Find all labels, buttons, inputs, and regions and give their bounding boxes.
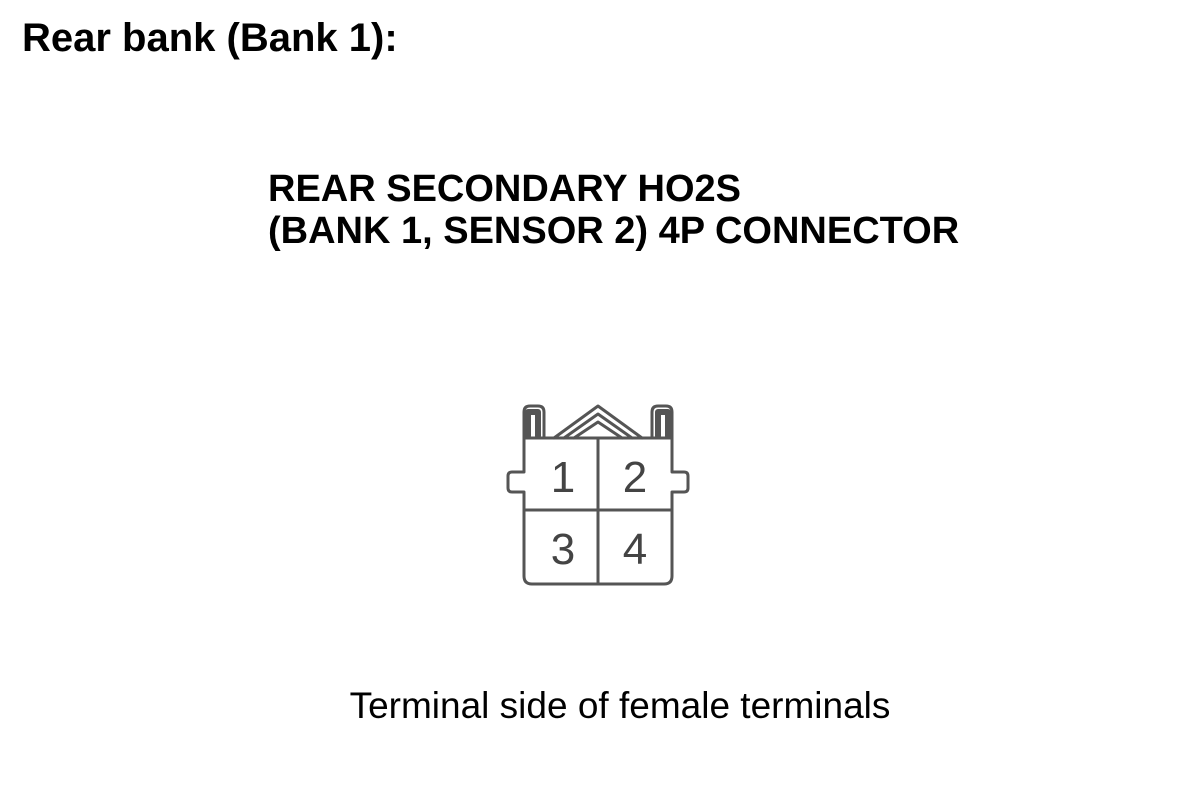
connector-housing (506, 404, 690, 586)
right-latch-post-fill (655, 409, 671, 439)
terminal-2-label: 2 (623, 453, 647, 502)
terminal-1-label: 1 (551, 453, 575, 502)
housing-outline (506, 436, 690, 586)
connector-diagram: 1 2 3 4 (506, 404, 690, 586)
connector-title-line-1: REAR SECONDARY HO2S (268, 168, 741, 210)
right-latch-post (650, 404, 674, 440)
top-key-middle (562, 412, 634, 440)
page-heading: Rear bank (Bank 1): (22, 16, 398, 60)
top-key-inner (572, 420, 624, 440)
terminal-3-label: 3 (551, 525, 575, 574)
connector-title: REAR SECONDARY HO2S (BANK 1, SENSOR 2) 4… (268, 168, 959, 252)
left-latch-post-fill (525, 409, 541, 439)
top-key-outer (552, 404, 644, 440)
left-latch-post (522, 404, 546, 440)
connector-title-line-2: (BANK 1, SENSOR 2) 4P CONNECTOR (268, 210, 960, 252)
terminal-4-label: 4 (623, 525, 647, 574)
diagram-caption: Terminal side of female terminals (349, 685, 891, 726)
